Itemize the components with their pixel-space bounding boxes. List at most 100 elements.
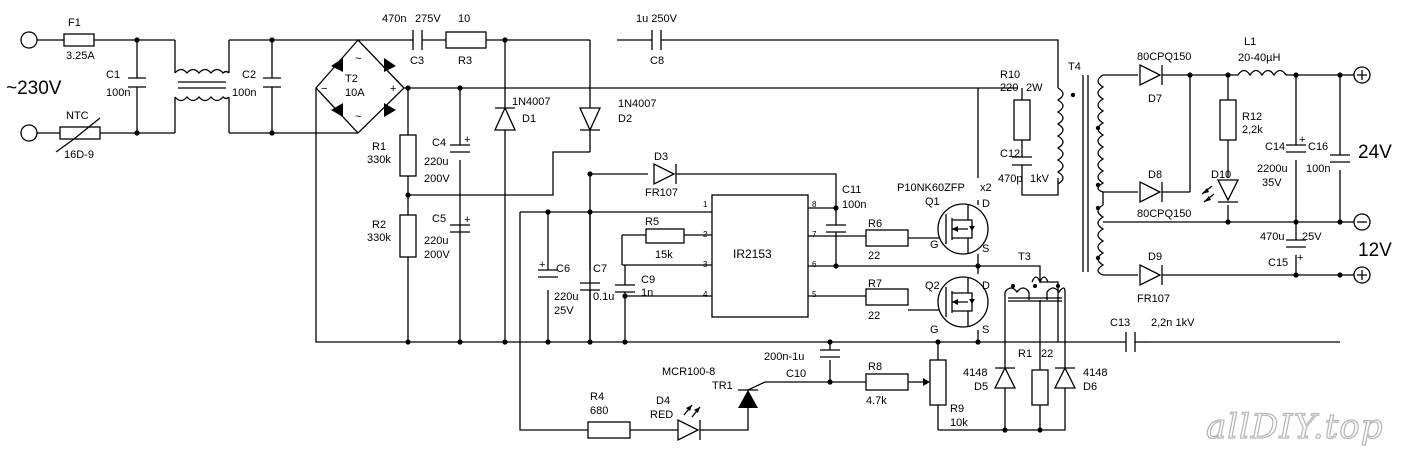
svg-text:+: + [539,259,545,271]
svg-text:470n: 470n [382,13,406,25]
svg-text:D4: D4 [656,395,670,407]
mosfet-q2: Q2 D G S [925,276,990,336]
resistor-r2: R2 330k [367,214,417,258]
diode-d6: 4148 D6 [1053,366,1107,393]
svg-text:R5: R5 [645,216,659,228]
svg-text:200V: 200V [424,249,450,261]
svg-text:RED: RED [650,409,673,421]
resistor-r7: R7 22 [865,278,909,322]
svg-text:T3: T3 [1018,251,1031,263]
svg-text:220u: 220u [424,156,448,168]
svg-text:220u: 220u [554,291,578,303]
svg-text:470p: 470p [998,173,1022,185]
svg-text:P10NK60ZFP: P10NK60ZFP [897,182,965,194]
mains-label: ~230V [6,78,62,99]
svg-text:100n: 100n [106,87,130,99]
svg-text:1N4007: 1N4007 [618,98,657,110]
svg-text:4148: 4148 [963,367,987,379]
inductor-l1: L1 20-40µH [1237,36,1287,80]
capacitor-c9: C9 1n [615,274,655,299]
capacitor-c4: + C4 220u 200V [424,134,470,185]
thermistor-ntc: NTC 16D-9 [55,110,101,161]
svg-text:R9: R9 [950,403,964,415]
svg-text:R3: R3 [458,55,472,67]
svg-text:275V: 275V [415,13,441,25]
svg-text:D: D [982,198,990,210]
svg-text:G: G [930,324,939,336]
svg-text:+: + [464,134,470,146]
svg-text:x2: x2 [980,182,992,194]
svg-text:C4: C4 [432,137,446,149]
svg-text:MCR100-8: MCR100-8 [662,366,715,378]
svg-text:1n: 1n [641,287,653,299]
capacitor-c7: C7 0.1u [580,263,614,303]
svg-text:200V: 200V [424,173,450,185]
capacitor-c16: C16 100n [1306,141,1350,175]
svg-text:Q1: Q1 [925,196,940,208]
diode-d2: 1N4007 D2 [578,98,657,132]
capacitor-c3: 470n 275V C3 [382,13,441,67]
svg-text:IR2153: IR2153 [733,247,772,261]
svg-text:C6: C6 [556,263,570,275]
svg-text:T4: T4 [1068,61,1081,73]
svg-text:D7: D7 [1148,93,1162,105]
wires [37,39,1341,431]
output-12v-label: 12V [1358,240,1392,261]
capacitor-c1: C1 100n [106,69,146,99]
svg-text:~: ~ [355,53,361,65]
svg-text:330k: 330k [367,232,391,244]
capacitor-c15: + 470u 25V C15 [1260,231,1322,269]
svg-text:10k: 10k [950,417,968,429]
svg-text:C15: C15 [1268,257,1288,269]
svg-text:7: 7 [812,230,817,239]
transformer-t4: T4 [1056,61,1105,276]
svg-text:4.7k: 4.7k [866,395,887,407]
junction-dots [134,37,1343,433]
capacitor-c2: C2 100n [232,69,281,99]
svg-text:C13: C13 [1110,317,1130,329]
svg-text:NTC: NTC [66,110,89,122]
svg-text:100n: 100n [232,87,256,99]
svg-text:220: 220 [1000,82,1018,94]
common-mode-choke [174,68,230,102]
svg-text:R8: R8 [868,361,882,373]
svg-text:2W: 2W [1026,82,1043,94]
svg-text:C7: C7 [593,263,607,275]
svg-text:4: 4 [703,290,708,299]
thyristor-tr1: MCR100-8 TR1 [662,366,758,408]
svg-text:C2: C2 [242,69,256,81]
svg-text:S: S [982,243,989,255]
svg-text:+: + [464,214,470,226]
diode-d5: 4148 D5 [963,366,1017,393]
bridge-rectifier-t2: ~ ~ − + T2 10A [315,39,405,134]
resistor-r11: R1 22 [1018,348,1053,406]
capacitor-c5: + C5 220u 200V [424,213,470,261]
svg-text:C5: C5 [432,213,446,225]
svg-text:C12: C12 [1000,148,1020,160]
svg-text:330k: 330k [367,154,391,166]
svg-text:22: 22 [1041,348,1053,360]
resistor-r5: R5 15k [645,216,685,261]
svg-text:6: 6 [812,260,817,269]
svg-text:FR107: FR107 [645,187,678,199]
svg-text:Q2: Q2 [925,280,940,292]
svg-text:C11: C11 [842,184,861,196]
led-d10: D10 [1201,169,1240,203]
ic-ir2153: IR2153 1 2 3 4 5 6 7 8 [703,194,817,318]
svg-text:C3: C3 [410,55,424,67]
svg-text:80CPQ150: 80CPQ150 [1137,51,1191,63]
svg-text:15k: 15k [655,249,673,261]
svg-text:C8: C8 [650,55,664,67]
svg-text:1u 250V: 1u 250V [636,13,678,25]
svg-text:R12: R12 [1242,111,1262,123]
mosfet-q1: P10NK60ZFP x2 Q1 D G S [897,182,992,255]
svg-text:100n: 100n [1306,163,1330,175]
svg-text:C10: C10 [786,368,806,380]
svg-text:16D-9: 16D-9 [64,149,94,161]
svg-text:R10: R10 [1000,69,1020,81]
svg-text:R1: R1 [1018,348,1032,360]
svg-text:D6: D6 [1083,381,1097,393]
diode-d9: D9 FR107 [1137,251,1170,305]
svg-text:R6: R6 [868,218,882,230]
